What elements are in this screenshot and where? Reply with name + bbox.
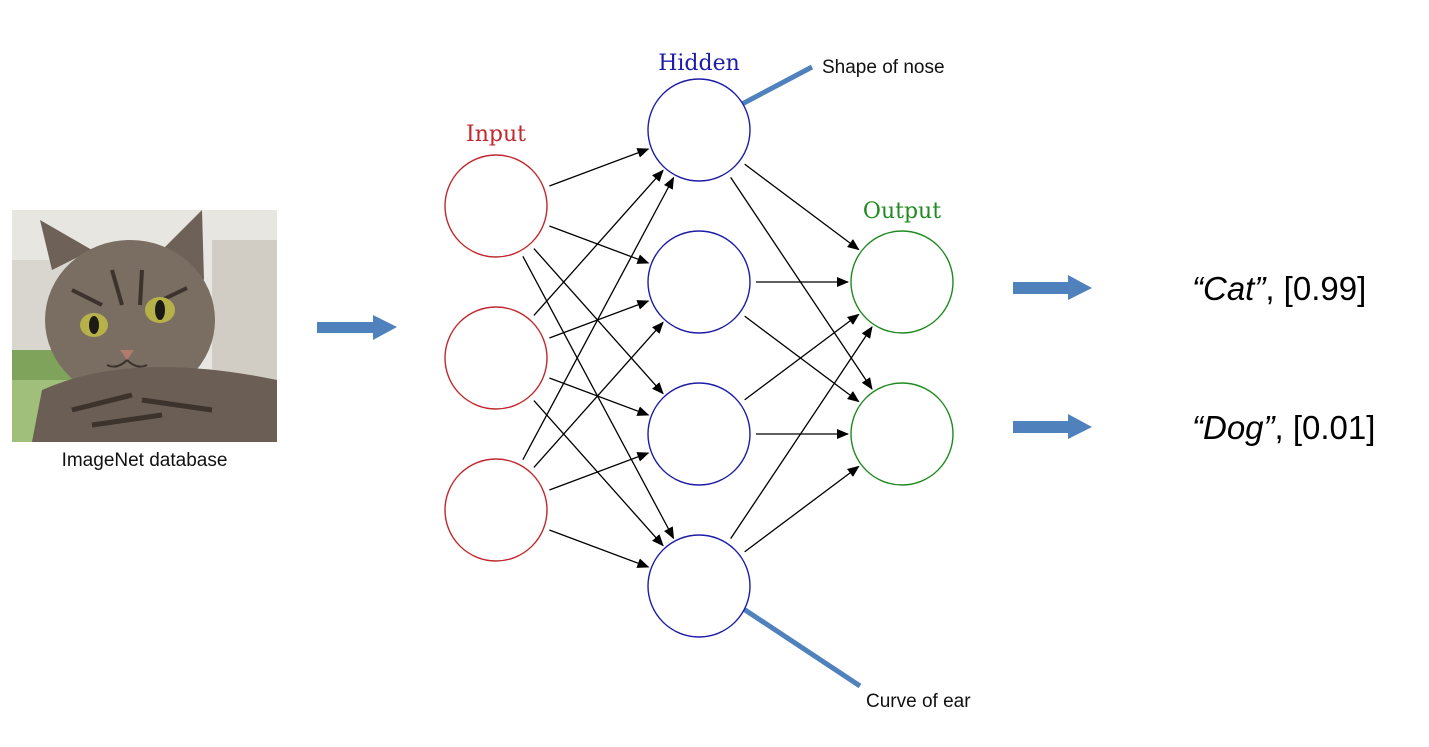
cat-image	[12, 210, 277, 442]
input-arrow-icon	[317, 315, 397, 340]
image-caption: ImageNet database	[61, 450, 228, 471]
output-node-1	[850, 230, 954, 334]
input-node-1	[444, 154, 548, 258]
edge-hidden-4-to-output-1	[730, 326, 873, 539]
edge-hidden-4-to-output-2	[744, 465, 860, 553]
hidden-node-4	[647, 534, 751, 638]
edge-input-3-to-hidden-3	[549, 452, 650, 491]
edge-hidden-1-to-output-1	[744, 163, 860, 251]
hidden-node-1	[647, 78, 751, 182]
edge-input-2-to-hidden-1	[533, 169, 664, 316]
edge-hidden-3-to-output-1	[744, 313, 860, 401]
output-layer-label: Output	[863, 199, 941, 224]
dog-label: “Dog”	[1192, 409, 1275, 446]
input-layer-label: Input	[466, 122, 526, 147]
edge-input-1-to-hidden-2	[549, 225, 650, 264]
input-node-2	[444, 306, 548, 410]
ear-pointer-icon	[725, 595, 862, 689]
edge-input-2-to-hidden-2	[549, 300, 650, 339]
edge-hidden-1-to-output-2	[730, 177, 873, 390]
hidden-node-2	[647, 230, 751, 334]
cat-label: “Cat”	[1192, 270, 1266, 307]
edge-input-1-to-hidden-1	[549, 148, 650, 187]
nose-annotation: Shape of nose	[822, 57, 945, 78]
cat-score: , [0.99]	[1265, 270, 1367, 307]
cat-result: “Cat”, [0.99]	[1192, 270, 1366, 308]
dog-result: “Dog”, [0.01]	[1192, 409, 1375, 447]
hidden-layer-label: Hidden	[658, 51, 740, 76]
output-node-2	[850, 382, 954, 486]
edge-input-2-to-hidden-3	[549, 377, 650, 416]
edge-input-1-to-hidden-4	[522, 255, 675, 540]
edge-input-3-to-hidden-4	[549, 529, 650, 568]
ear-annotation: Curve of ear	[866, 691, 971, 712]
hidden-node-3	[647, 382, 751, 486]
edge-input-3-to-hidden-2	[533, 321, 664, 468]
input-node-3	[444, 458, 548, 562]
edge-input-1-to-hidden-3	[533, 248, 664, 395]
dog-arrow-icon	[1013, 414, 1092, 439]
edge-input-3-to-hidden-1	[522, 176, 675, 461]
dog-score: , [0.01]	[1274, 409, 1376, 446]
cat-arrow-icon	[1013, 275, 1092, 300]
edge-input-2-to-hidden-4	[533, 400, 664, 547]
edge-hidden-2-to-output-2	[744, 315, 860, 403]
